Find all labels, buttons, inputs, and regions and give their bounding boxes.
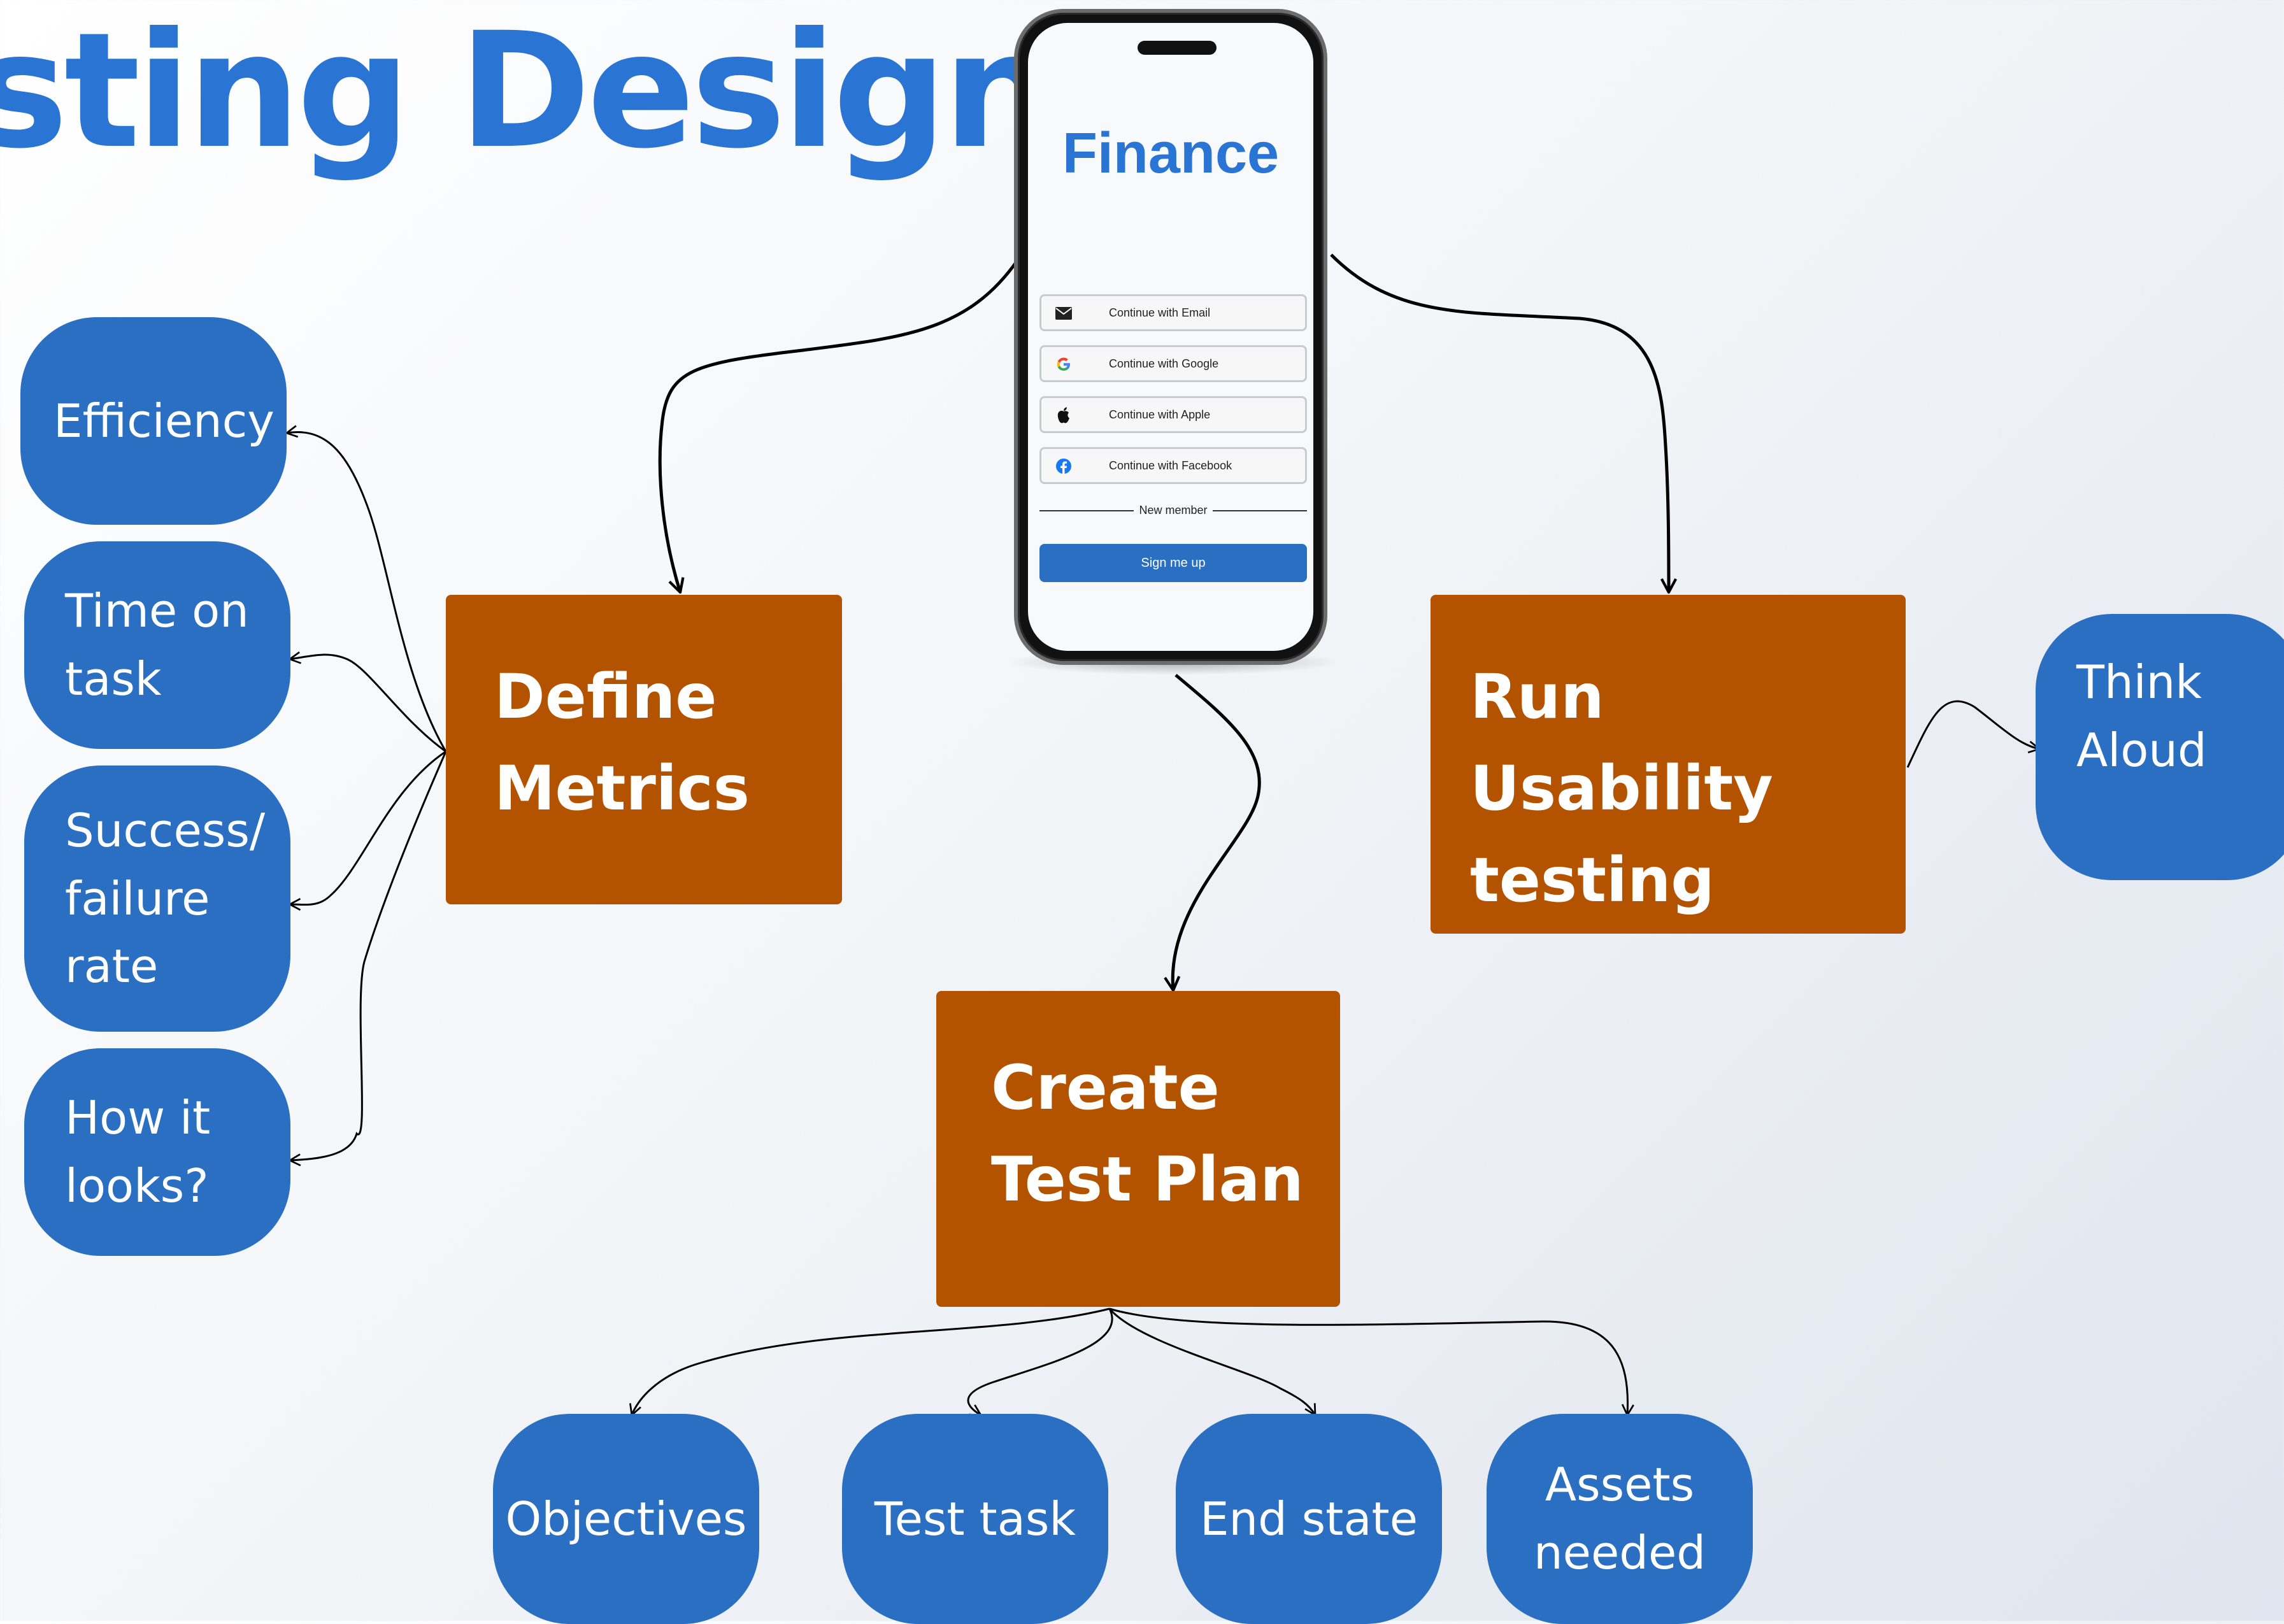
arrow-plan-to-test-task [967,1308,1113,1416]
phone-mockup: Finance Continue with Email Continue wit… [1014,9,1327,665]
arrow-define-to-success [289,750,446,911]
arrow-define-to-looks [289,751,447,1167]
box-define-metrics: Define Metrics [446,595,842,904]
arrow-run-to-think-aloud [1906,700,2041,768]
phone-notch [1138,41,1217,55]
arrow-plan-to-assets [1109,1307,1634,1416]
arrow-plan-to-end-state [1108,1308,1317,1416]
sign-me-up-button[interactable]: Sign me up [1039,544,1307,582]
google-icon [1054,355,1073,374]
divider-line-left [1039,510,1134,511]
facebook-icon [1054,457,1073,476]
arrow-define-to-time [289,651,446,753]
continue-with-facebook-button[interactable]: Continue with Facebook [1039,447,1307,484]
app-title: Finance [1062,122,1280,185]
arrow-phone-to-define [658,259,1020,594]
metric-efficiency: Efficiency [20,317,287,525]
continue-with-apple-button[interactable]: Continue with Apple [1039,396,1307,433]
plan-item-end-state: End state [1176,1414,1442,1624]
box-create-test-plan: Create Test Plan [936,991,1340,1307]
apple-icon [1054,406,1073,425]
divider-label: New member [1139,504,1208,516]
arrow-phone-to-plan [1164,674,1261,992]
page-title: sting Design [0,0,1056,183]
phone-screen: Finance Continue with Email Continue wit… [1028,23,1313,651]
arrow-plan-to-objectives [629,1307,1110,1416]
arrow-phone-to-run [1330,253,1678,594]
box-run-usability-testing: Run Usability testing [1431,595,1906,934]
plan-item-objectives: Objectives [493,1414,759,1624]
new-member-divider: New member [1039,503,1307,518]
envelope-icon [1054,304,1073,323]
continue-with-email-button[interactable]: Continue with Email [1039,294,1307,331]
continue-with-google-button[interactable]: Continue with Google [1039,345,1307,382]
divider-line-right [1213,510,1307,511]
plan-item-test-task: Test task [842,1414,1108,1624]
arrow-define-to-efficiency [285,425,447,752]
